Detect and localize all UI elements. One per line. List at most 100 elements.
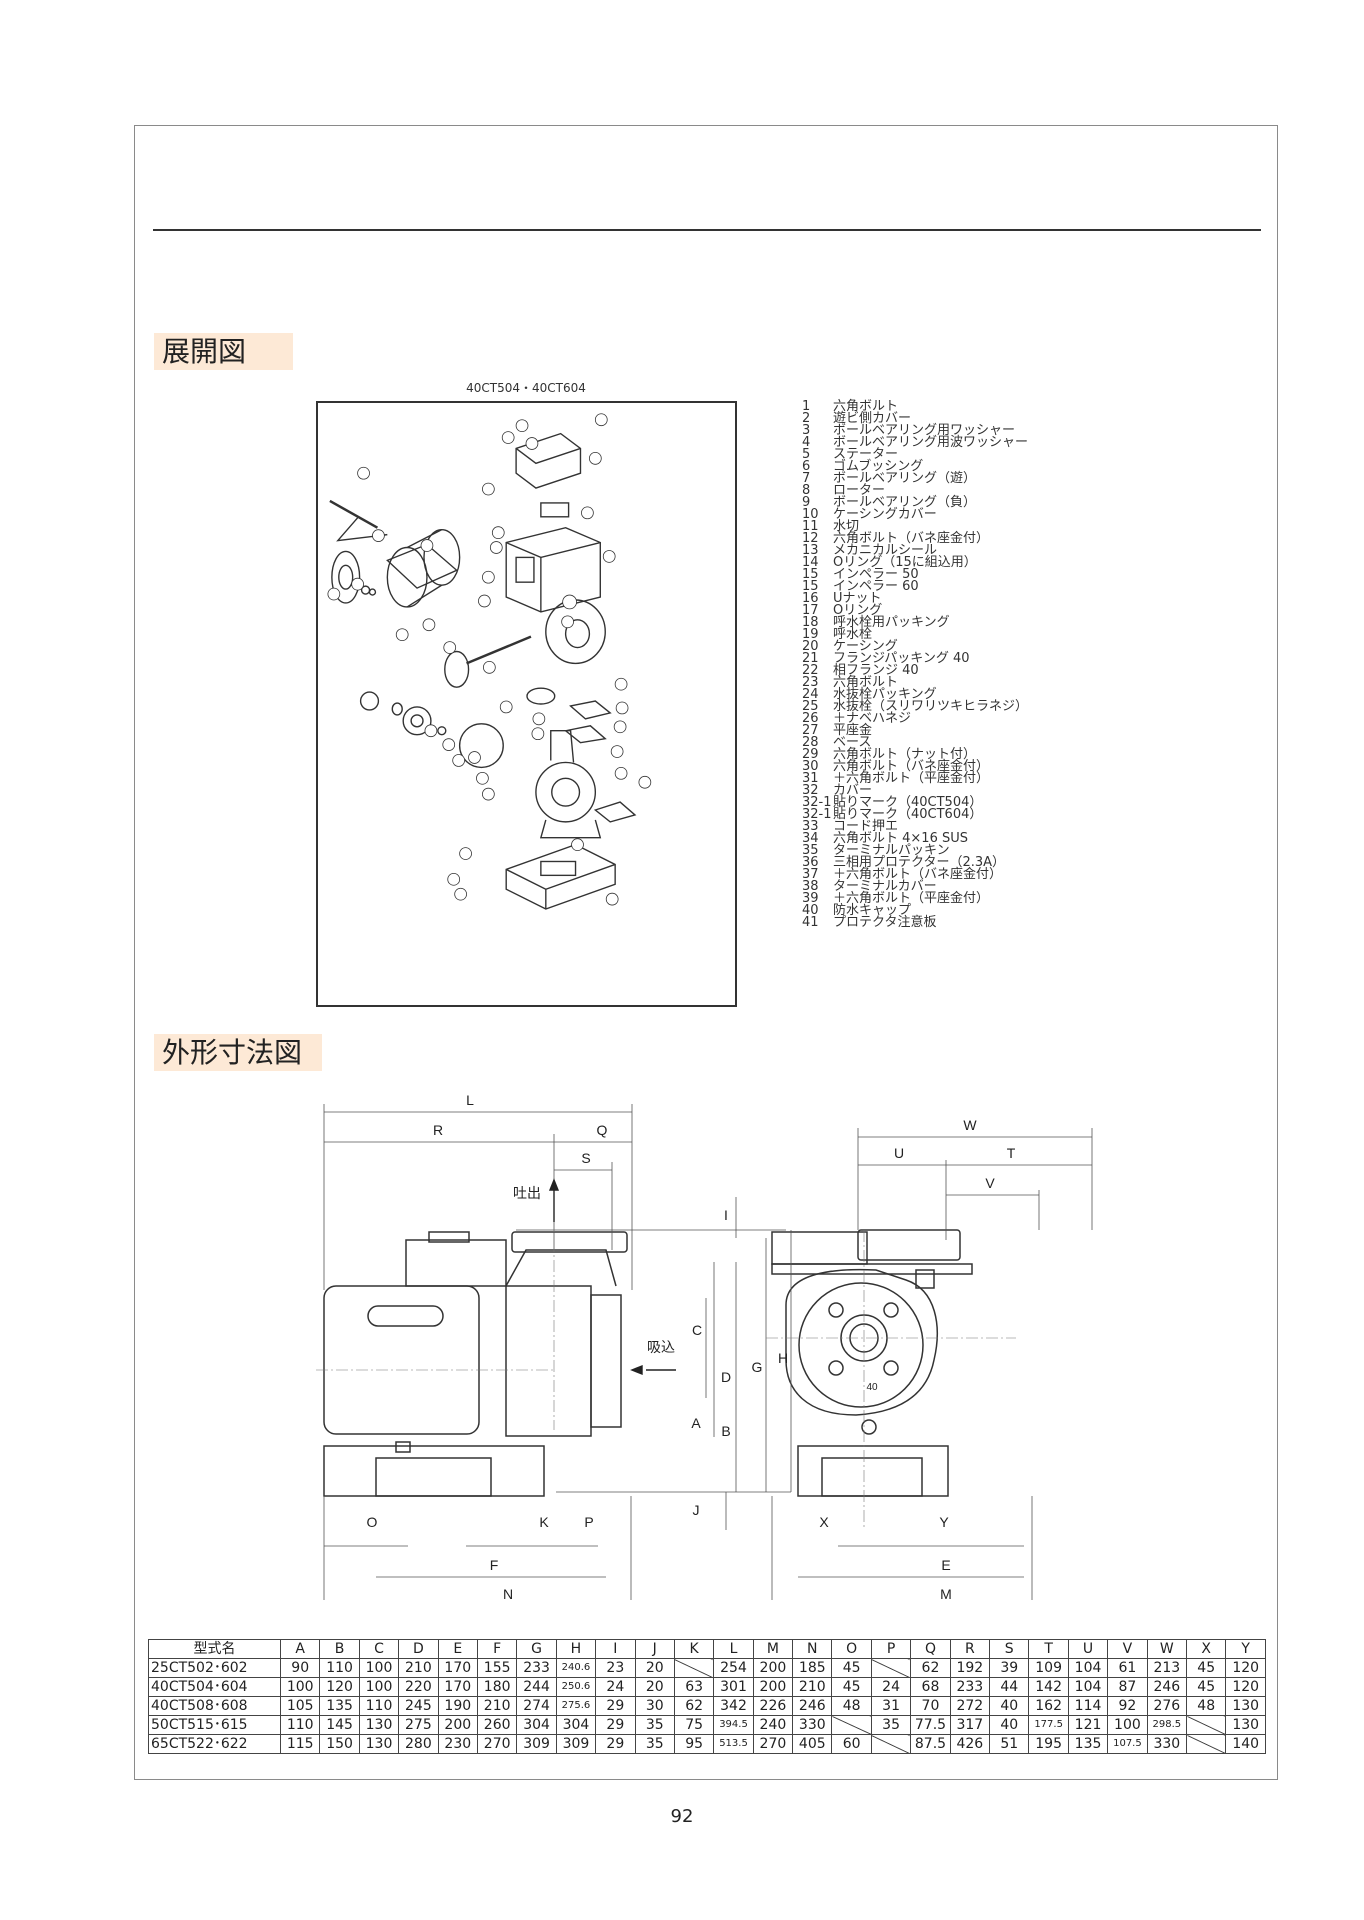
table-cell: 230 xyxy=(437,1734,478,1754)
table-cell: 40 xyxy=(989,1696,1030,1716)
table-cell: 75 xyxy=(673,1715,715,1735)
suction-label: 吸込 xyxy=(647,1339,675,1355)
table-cell: 304 xyxy=(516,1715,557,1735)
casing-size-badge: 40 xyxy=(866,1382,878,1393)
table-cell: 61 xyxy=(1107,1658,1148,1678)
column-header: L xyxy=(713,1639,754,1659)
table-cell: 304 xyxy=(555,1715,597,1735)
table-cell: 180 xyxy=(476,1677,518,1697)
table-cell: 107.5 xyxy=(1107,1734,1148,1754)
table-cell: 114 xyxy=(1067,1696,1109,1716)
table-cell: 275 xyxy=(398,1715,439,1735)
table-cell: 115 xyxy=(280,1734,321,1754)
exploded-view-drawing xyxy=(316,401,737,1007)
table-cell: 213 xyxy=(1146,1658,1188,1678)
table-cell: 20 xyxy=(634,1658,675,1678)
table-cell: 142 xyxy=(1028,1677,1069,1697)
table-cell: 254 xyxy=(713,1658,754,1678)
column-header: O xyxy=(831,1639,872,1659)
column-header: F xyxy=(476,1639,518,1659)
table-cell: 45 xyxy=(831,1658,872,1678)
table-cell: 210 xyxy=(398,1658,439,1678)
table-cell: 405 xyxy=(792,1734,833,1754)
part-item: 26＋ナベハネジ xyxy=(802,711,912,726)
header-rule xyxy=(153,229,1261,231)
table-cell: 250.6 xyxy=(555,1677,597,1697)
dim-label-G: G xyxy=(752,1359,763,1375)
dim-label-L: L xyxy=(466,1092,474,1108)
column-header: X xyxy=(1185,1639,1227,1659)
table-cell: 309 xyxy=(516,1734,557,1754)
column-header: C xyxy=(358,1639,400,1659)
part-item: 31＋六角ボルト（平座金付） xyxy=(802,771,990,786)
table-cell: 317 xyxy=(949,1715,991,1735)
table-cell: 170 xyxy=(437,1677,478,1697)
table-cell: 63 xyxy=(673,1677,715,1697)
table-cell: 270 xyxy=(476,1734,518,1754)
part-item: 32-1貼りマーク（40CT504） xyxy=(802,795,983,810)
table-cell: 170 xyxy=(437,1658,478,1678)
column-header: R xyxy=(949,1639,991,1659)
table-cell: 394.5 xyxy=(713,1715,754,1735)
table-cell: 87.5 xyxy=(910,1734,951,1754)
table-cell: 109 xyxy=(1028,1658,1069,1678)
table-cell: 240.6 xyxy=(555,1658,597,1678)
table-cell: 104 xyxy=(1067,1658,1109,1678)
table-cell: 233 xyxy=(516,1658,557,1678)
table-cell: 105 xyxy=(280,1696,321,1716)
table-cell: 35 xyxy=(870,1715,912,1735)
column-header: E xyxy=(437,1639,478,1659)
table-cell: 177.5 xyxy=(1028,1715,1069,1735)
table-cell: 35 xyxy=(634,1715,675,1735)
table-cell: 120 xyxy=(1225,1658,1266,1678)
table-cell xyxy=(673,1658,715,1678)
table-cell: 121 xyxy=(1067,1715,1109,1735)
dim-label-E: E xyxy=(941,1557,950,1573)
dim-label-T: T xyxy=(1007,1145,1016,1161)
column-header: S xyxy=(989,1639,1030,1659)
dim-label-A: A xyxy=(691,1415,701,1431)
table-cell: 100 xyxy=(358,1677,400,1697)
table-cell: 110 xyxy=(280,1715,321,1735)
column-header: K xyxy=(673,1639,715,1659)
table-cell: 100 xyxy=(358,1658,400,1678)
table-cell: 77.5 xyxy=(910,1715,951,1735)
table-cell: 70 xyxy=(910,1696,951,1716)
table-cell: 60 xyxy=(831,1734,872,1754)
dim-label-O: O xyxy=(367,1514,378,1530)
table-cell: 110 xyxy=(319,1658,360,1678)
table-cell: 29 xyxy=(595,1734,636,1754)
dim-label-F: F xyxy=(490,1557,499,1573)
column-header: N xyxy=(792,1639,833,1659)
dim-label-H: H xyxy=(778,1350,788,1366)
table-cell: 280 xyxy=(398,1734,439,1754)
model-name-cell: 25CT502･602 xyxy=(147,1658,282,1678)
model-name-cell: 40CT508･608 xyxy=(147,1696,282,1716)
part-item: 32-1貼りマーク（40CT604） xyxy=(802,807,983,822)
table-cell: 200 xyxy=(752,1658,794,1678)
table-cell: 190 xyxy=(437,1696,478,1716)
table-cell: 44 xyxy=(989,1677,1030,1697)
dim-label-J: J xyxy=(693,1502,700,1518)
